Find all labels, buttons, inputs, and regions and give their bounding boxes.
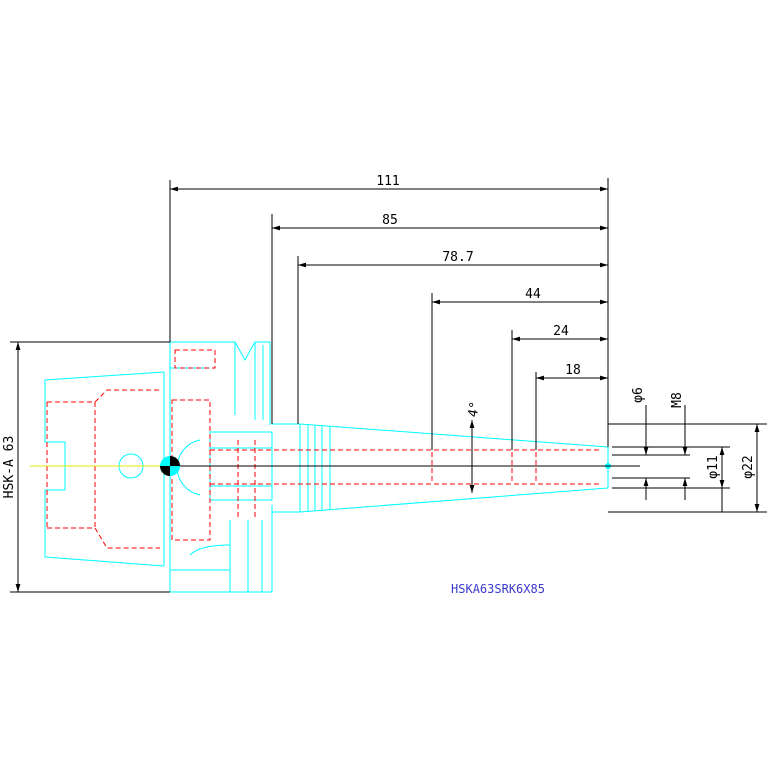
dim-111: 111 — [376, 174, 399, 189]
dim-24: 24 — [553, 324, 569, 339]
hidden-lines — [46, 349, 600, 549]
dim-hsk: HSK-A 63 — [2, 436, 17, 499]
dim-dia11: φ11 — [706, 455, 721, 478]
diameter-dimensions: φ6 M8 φ11 φ22 — [608, 387, 767, 513]
dim-85: 85 — [382, 213, 398, 228]
dim-angle: 4° — [466, 400, 483, 418]
dim-dia6: φ6 — [631, 387, 646, 403]
horizontal-dimensions: 111 85 78.7 44 24 18 — [169, 174, 609, 450]
dim-78-7: 78.7 — [442, 250, 473, 265]
flange — [170, 341, 271, 425]
dim-44: 44 — [525, 287, 541, 302]
taper-angle-dimension: 4° — [466, 400, 483, 493]
part-title: HSKA63SRK6X85 — [451, 582, 545, 596]
hsk-shank — [44, 371, 165, 567]
dim-18: 18 — [565, 363, 581, 378]
dim-dia22: φ22 — [741, 455, 756, 478]
hsk-dimension: HSK-A 63 — [2, 341, 170, 593]
holder-outline — [44, 341, 611, 593]
dim-m8: M8 — [670, 392, 685, 408]
